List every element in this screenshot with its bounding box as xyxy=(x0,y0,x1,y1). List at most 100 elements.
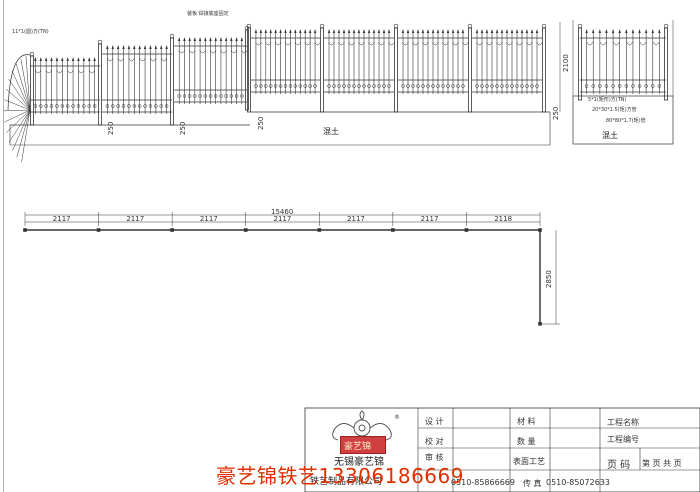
fence-panel-2 xyxy=(102,45,172,114)
base-note-2: 20*30*1.5(矩)方管 xyxy=(592,107,637,113)
arch-bar xyxy=(5,88,31,111)
picket-finial xyxy=(160,45,163,49)
arch-bar xyxy=(4,109,31,123)
picket-finial xyxy=(382,29,386,33)
arch-scroll xyxy=(34,69,42,74)
scroll-ornament xyxy=(164,104,169,108)
picket-finial xyxy=(638,29,641,33)
arch-scroll xyxy=(652,41,660,46)
scroll-ornament xyxy=(182,94,187,98)
segment-length-label: 2117 xyxy=(420,215,439,223)
title-block-border xyxy=(304,407,700,492)
picket-finial xyxy=(230,37,233,41)
picket-finial xyxy=(337,29,341,33)
plan-post xyxy=(243,228,248,232)
ground-label-section: 混土 xyxy=(602,131,618,140)
section-base-frame xyxy=(572,95,674,145)
picket-finial xyxy=(279,29,282,33)
arch-scroll xyxy=(106,57,114,62)
plan-total-length: 15460 xyxy=(271,208,294,216)
picket-finial xyxy=(143,45,147,49)
scroll-ornament xyxy=(657,84,662,88)
scroll-ornament xyxy=(105,104,110,108)
scroll-ornament xyxy=(475,84,479,88)
picket-finial xyxy=(446,29,450,33)
arch-bar xyxy=(11,70,31,111)
scroll-ornament xyxy=(637,84,642,88)
scroll-ornament xyxy=(631,84,635,88)
picket-finial xyxy=(505,29,509,33)
fence-panel-main-4 xyxy=(472,29,543,94)
picket-finial xyxy=(82,57,86,61)
fence-panel-3 xyxy=(174,37,248,104)
arch-scroll xyxy=(442,41,449,46)
picket-finial xyxy=(259,29,263,33)
scroll-ornament xyxy=(357,84,361,88)
scroll-ornament xyxy=(515,84,519,88)
scroll-ornament xyxy=(288,84,293,88)
arch-scroll xyxy=(284,41,292,46)
picket-finial xyxy=(352,29,356,33)
scroll-ornament xyxy=(208,94,213,98)
scroll-ornament xyxy=(485,84,489,88)
picket-finial xyxy=(39,57,42,61)
label-page-info: 第 页 共 页 xyxy=(642,459,682,468)
plan-post xyxy=(538,228,542,232)
arch-scroll xyxy=(368,41,375,46)
scroll-ornament xyxy=(598,84,602,88)
picket-finial xyxy=(644,29,648,33)
picket-finial xyxy=(50,57,53,61)
scroll-ornament xyxy=(401,84,405,88)
scroll-ornament xyxy=(372,84,376,88)
sheet-border-left xyxy=(3,0,4,492)
picket-finial xyxy=(269,29,272,33)
picket-finial xyxy=(618,29,621,33)
fence-panel-1 xyxy=(30,57,100,114)
picket-finial xyxy=(387,29,391,33)
arch-scroll xyxy=(586,41,594,46)
scroll-ornament xyxy=(264,84,268,88)
fence-post xyxy=(664,27,669,101)
picket-finial xyxy=(193,37,197,41)
arch-scroll xyxy=(77,69,85,74)
arch-scroll xyxy=(189,49,196,54)
scroll-ornament xyxy=(644,84,648,88)
scroll-ornament xyxy=(127,104,131,108)
scroll-ornament xyxy=(500,84,504,88)
label-check: 校 对 xyxy=(425,437,444,446)
picket-finial xyxy=(332,29,336,33)
picket-finial xyxy=(154,45,158,49)
picket-finial xyxy=(198,37,202,41)
scroll-ornament xyxy=(278,84,283,88)
scroll-ornament xyxy=(49,104,54,108)
scroll-ornament xyxy=(283,84,288,88)
picket-finial xyxy=(490,29,494,33)
arch-scroll xyxy=(328,41,335,46)
picket-finial xyxy=(88,57,91,61)
arch-scroll xyxy=(422,41,429,46)
scroll-ornament xyxy=(39,104,43,108)
scroll-ornament xyxy=(505,84,509,88)
scroll-ornament xyxy=(436,84,440,88)
picket-finial xyxy=(55,57,59,61)
fence-elevation-group xyxy=(3,20,674,163)
segment-length-label: 2117 xyxy=(199,215,218,223)
scroll-ornament xyxy=(313,84,317,88)
picket-finial xyxy=(585,29,588,33)
arch-bar xyxy=(8,109,31,143)
scroll-ornament xyxy=(411,84,415,88)
scroll-ornament xyxy=(387,84,391,88)
arch-scroll xyxy=(338,41,345,46)
arch-scroll xyxy=(626,41,633,46)
arch-scroll xyxy=(536,41,543,46)
picket-finial xyxy=(367,29,371,33)
fence-post xyxy=(393,27,398,113)
picket-finial xyxy=(401,29,405,33)
scroll-ornament xyxy=(65,104,70,108)
picket-finial xyxy=(625,29,628,33)
picket-finial xyxy=(219,37,223,41)
scroll-ornament xyxy=(441,84,445,88)
plan-post xyxy=(96,228,101,232)
picket-finial xyxy=(284,29,287,33)
